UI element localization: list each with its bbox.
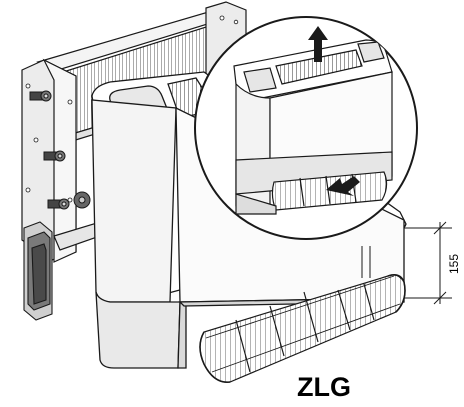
detail-control-panel-right <box>357 41 385 63</box>
pipe-valve-middle <box>43 150 66 162</box>
pipe-connections <box>29 90 91 210</box>
model-label: ZLG <box>297 372 351 402</box>
detail-magnifier <box>194 16 418 240</box>
pipe-valve-lower <box>47 198 70 210</box>
dimension-annotation <box>404 221 452 305</box>
cabinet-front <box>91 99 177 303</box>
pipe-valve-upper <box>29 90 52 102</box>
detail-control-panel <box>243 67 277 93</box>
plinth-front <box>95 291 181 369</box>
detail-top-grille <box>275 49 363 85</box>
dimension-value: 155 <box>447 254 461 274</box>
removed-side-panel <box>23 221 53 321</box>
plinth-side <box>177 301 187 369</box>
removed-fan-roll <box>199 274 406 383</box>
filter-slot <box>361 246 371 278</box>
airflow-in-arrow-icon <box>326 176 360 196</box>
drain-connection <box>73 191 91 209</box>
airflow-up-arrow-icon <box>308 26 328 62</box>
